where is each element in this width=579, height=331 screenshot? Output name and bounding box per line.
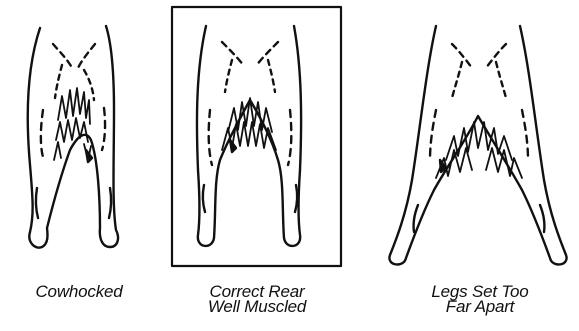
- caption-wide: Legs Set Too Far Apart: [400, 284, 560, 314]
- caption-correct-line-2: Well Muscled: [172, 299, 342, 314]
- correct-figure: [197, 26, 301, 246]
- caption-cowhocked: Cowhocked: [4, 284, 154, 299]
- caption-correct: Correct Rear Well Muscled: [172, 284, 342, 314]
- caption-cowhocked-line-1: Cowhocked: [4, 284, 154, 299]
- wide-figure: [389, 26, 566, 264]
- caption-wide-line-2: Far Apart: [400, 299, 560, 314]
- cowhocked-figure: [28, 26, 118, 248]
